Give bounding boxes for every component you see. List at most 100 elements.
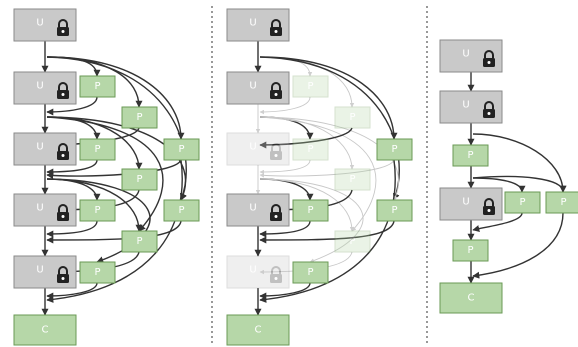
right-projection-box (504, 191, 541, 214)
right-unit-label: U (462, 100, 469, 111)
left-projection-box (79, 199, 116, 222)
lock-icon (57, 266, 69, 283)
left-unit-node-u5: U (13, 255, 77, 289)
left-projection-node-p1: P (79, 75, 116, 98)
right-unit-node-u3: U (439, 187, 503, 221)
middle-unit-node-u2: U (226, 71, 290, 105)
left-projection-node-p6: P (163, 199, 200, 222)
left-projection-box (79, 138, 116, 161)
left-unit-node-u2: U (13, 71, 77, 105)
middle-projection-label: P (349, 174, 355, 185)
middle-edge-17 (259, 127, 353, 149)
lock-icon (57, 204, 69, 221)
middle-edge-12 (259, 116, 377, 232)
left-projection-label: P (94, 81, 100, 92)
middle-edge-18 (259, 159, 395, 178)
middle-projection-box (334, 168, 371, 191)
left-edge-19 (46, 159, 98, 176)
left-projection-box (121, 168, 158, 191)
right-edge-7 (472, 175, 567, 193)
lock-icon (270, 82, 282, 99)
middle-projection-node-p6: P (376, 199, 413, 222)
middle-projection-label: P (349, 112, 355, 123)
middle-edge-16 (259, 96, 311, 115)
middle-unit-label: U (249, 18, 256, 29)
middle-unit-label: U (249, 81, 256, 92)
middle-projection-box (292, 138, 329, 161)
left-edge-7 (46, 56, 185, 140)
left-edge-16 (46, 96, 98, 116)
left-edge-12 (46, 116, 164, 232)
left-projection-box (163, 138, 200, 161)
middle-combine-box (226, 314, 290, 346)
left-projection-box (163, 199, 200, 222)
middle-projection-box (292, 75, 329, 98)
left-projection-label: P (136, 174, 142, 185)
middle-unit-node-u1: U (226, 8, 290, 42)
middle-projection-node-p5: P (334, 168, 371, 191)
right-projection-box (452, 239, 489, 262)
middle-edge-15 (259, 178, 364, 263)
lock-icon (57, 19, 69, 36)
middle-unit-label: U (249, 203, 256, 214)
left-projection-box (121, 230, 158, 253)
middle-projection-label: P (307, 267, 313, 278)
middle-projection-box (292, 199, 329, 222)
middle-edge-24 (259, 282, 311, 300)
lock-icon (483, 198, 495, 215)
left-projection-node-p2: P (121, 106, 158, 129)
middle-unit-label: U (249, 265, 256, 276)
middle-projection-box (334, 106, 371, 129)
middle-edge-14 (259, 178, 355, 232)
left-projection-node-p9: P (79, 261, 116, 284)
left-combine-box (13, 314, 77, 346)
right-edge-8 (472, 212, 523, 232)
left-edge-24 (46, 282, 98, 300)
middle-unit-node-u3: U (226, 132, 290, 166)
lock-icon (270, 143, 282, 160)
left-projection-label: P (94, 267, 100, 278)
left-unit-node-u1: U (13, 8, 77, 42)
left-projection-label: P (136, 112, 142, 123)
left-unit-label: U (36, 265, 43, 276)
lock-icon (57, 82, 69, 99)
middle-projection-node-p8: P (334, 230, 371, 253)
lock-icon (483, 101, 495, 118)
right-projection-label: P (519, 197, 525, 208)
middle-combine-node-c: C (226, 314, 290, 346)
middle-projection-node-p4: P (292, 138, 329, 161)
middle-unit-box (226, 255, 290, 289)
left-combine-node-c: C (13, 314, 77, 346)
right-combine-node-c: C (439, 282, 503, 314)
middle-unit-node-u5: U (226, 255, 290, 289)
middle-unit-label: U (249, 142, 256, 153)
left-projection-label: P (136, 236, 142, 247)
middle-combine-label: C (255, 325, 262, 336)
left-unit-label: U (36, 81, 43, 92)
left-projection-node-p3: P (163, 138, 200, 161)
middle-edge-7 (259, 56, 398, 140)
left-unit-label: U (36, 142, 43, 153)
left-projection-node-p7: P (79, 199, 116, 222)
right-projection-node-p1: P (452, 144, 489, 167)
left-edge-11 (46, 116, 187, 201)
middle-projection-box (334, 230, 371, 253)
middle-edge-19 (259, 159, 311, 175)
right-unit-node-u1: U (439, 39, 503, 73)
middle-unit-box (226, 132, 290, 166)
left-projection-label: P (94, 144, 100, 155)
left-projection-label: P (178, 144, 184, 155)
right-projection-label: P (560, 197, 566, 208)
middle-projection-node-p1: P (292, 75, 329, 98)
left-projection-label: P (94, 205, 100, 216)
lock-icon (270, 204, 282, 221)
left-projection-node-p5: P (121, 168, 158, 191)
middle-projection-node-p7: P (292, 199, 329, 222)
left-unit-box (13, 71, 77, 105)
right-unit-label: U (462, 197, 469, 208)
right-projection-box (452, 144, 489, 167)
right-combine-box (439, 282, 503, 314)
middle-projection-node-p9: P (292, 261, 329, 284)
middle-projection-label: P (349, 236, 355, 247)
